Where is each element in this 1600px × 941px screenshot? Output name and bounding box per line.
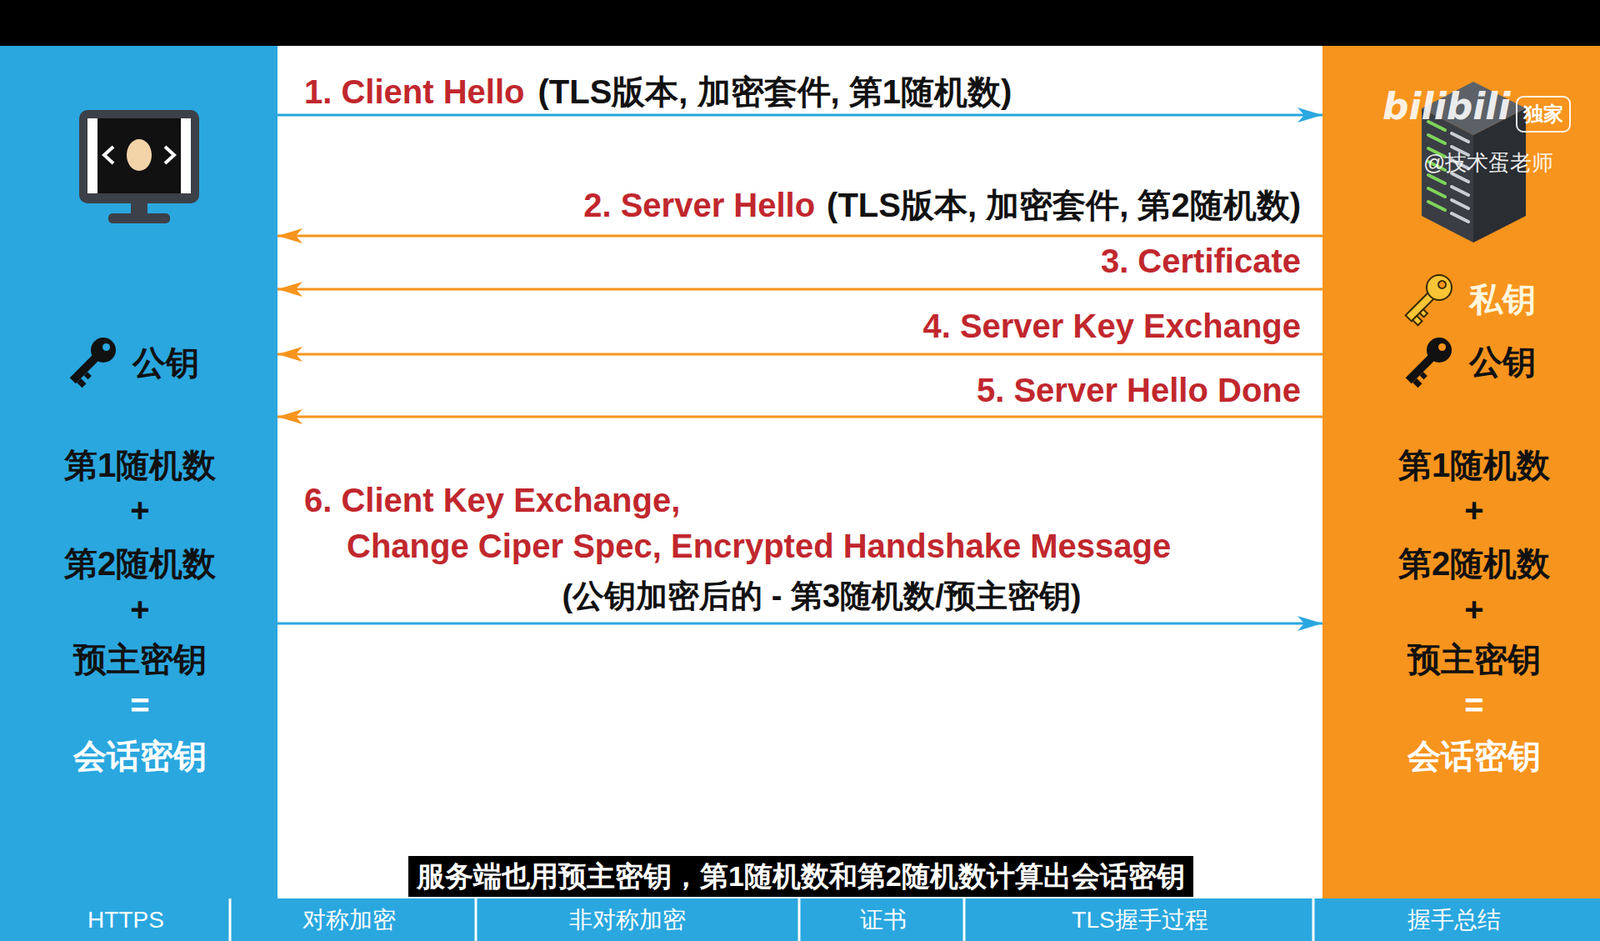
server-light [1428, 135, 1445, 144]
key-hole [1436, 279, 1448, 290]
message-detail: (公钥加密后的 - 第3随机数/预主密钥) [562, 577, 1082, 616]
tab-label: 对称加密 [302, 905, 396, 935]
message-arrow [277, 235, 1323, 238]
message-label: 3. Certificate [1100, 240, 1301, 281]
server-light [1428, 188, 1445, 197]
panel-text: + [130, 490, 150, 530]
monitor-base [108, 213, 170, 224]
panel-text: 第1随机数 [64, 445, 216, 485]
tab-label: 证书 [860, 905, 907, 935]
panel-text: 私钥 [1469, 279, 1536, 320]
tab-label: HTTPS [87, 905, 165, 935]
private-key-icon [1400, 270, 1458, 328]
egg [126, 139, 152, 171]
panel-text: 第2随机数 [64, 543, 216, 584]
key-tooth [76, 378, 86, 388]
tab-label: 非对称加密 [569, 905, 686, 935]
panel-text: 会话密钥 [1407, 735, 1541, 776]
panel-text: 预主密钥 [73, 639, 207, 680]
key-head [85, 332, 121, 368]
server-light [1451, 186, 1469, 195]
key-tooth [1412, 315, 1422, 325]
panel-text: + [1464, 490, 1484, 530]
nav-separator [963, 898, 966, 941]
key-hole [100, 341, 112, 353]
public-key-icon [64, 332, 122, 390]
watermark: @技术蛋老师 [1423, 150, 1554, 176]
chevron [104, 146, 114, 164]
monitor-frame [79, 110, 200, 204]
panel-text: = [1464, 685, 1484, 725]
panel-text: 公钥 [132, 342, 200, 383]
message-detail: (TLS版本, 加密套件, 第1随机数) [538, 71, 1013, 112]
message-label: 2. Server Hello [583, 185, 815, 225]
chevron [165, 146, 175, 164]
message-detail: (TLS版本, 加密套件, 第2随机数) [826, 185, 1301, 225]
public-key-icon [1400, 332, 1458, 390]
message-arrow [277, 622, 1323, 625]
message-label: 5. Server Hello Done [976, 370, 1301, 410]
monitor-icon [79, 110, 200, 224]
panel-text: 第1随机数 [1398, 445, 1550, 485]
subtitle-caption: 服务端也用预主密钥，第1随机数和第2随机数计算出会话密钥 [408, 855, 1194, 897]
key-tooth [1412, 378, 1422, 388]
key-hole [1436, 341, 1448, 353]
server-light [1428, 175, 1445, 184]
key-tooth [1420, 309, 1428, 317]
panel-text: 第2随机数 [1398, 543, 1550, 584]
nav-bar [0, 898, 1600, 941]
message-label: 6. Client Key Exchange, Change Ciper Spe… [304, 477, 1171, 570]
message-arrow [277, 288, 1323, 291]
panel-text: + [1464, 589, 1484, 630]
nav-separator [798, 898, 801, 941]
message-label: 4. Server Key Exchange [922, 305, 1301, 346]
key-tooth [1420, 371, 1428, 380]
monitor-neck [130, 203, 148, 215]
key-head [1421, 332, 1457, 368]
server-light [1451, 213, 1469, 222]
watermark-badge: 独家 [1523, 102, 1564, 127]
tab-label: 握手总结 [1407, 905, 1501, 935]
panel-text: 公钥 [1469, 341, 1536, 382]
nav-separator [475, 898, 478, 941]
tab-label: TLS握手过程 [1071, 905, 1208, 935]
badge-outline [1516, 96, 1570, 132]
nav-separator [1312, 898, 1315, 941]
key-tooth [84, 371, 92, 380]
server-light [1451, 133, 1469, 142]
server-left-face [1421, 108, 1474, 243]
message-label: 1. Client Hello [304, 71, 525, 112]
message-arrow [277, 353, 1323, 356]
message-arrow [277, 114, 1323, 117]
key-head [1421, 270, 1457, 305]
server-light [1428, 201, 1445, 210]
panel-text: = [130, 685, 150, 725]
panel-text: 会话密钥 [73, 735, 207, 776]
top-bar [0, 0, 1600, 46]
screen-strip [180, 118, 191, 194]
watermark: bilibili [1382, 85, 1510, 130]
server-light [1451, 200, 1469, 209]
message-arrow [277, 415, 1323, 419]
panel-text: + [130, 589, 150, 630]
monitor-screen [87, 118, 191, 194]
panel-text: 预主密钥 [1407, 639, 1541, 680]
screen-strip [87, 118, 98, 194]
nav-separator [229, 898, 232, 941]
nav-separators [230, 898, 1314, 941]
